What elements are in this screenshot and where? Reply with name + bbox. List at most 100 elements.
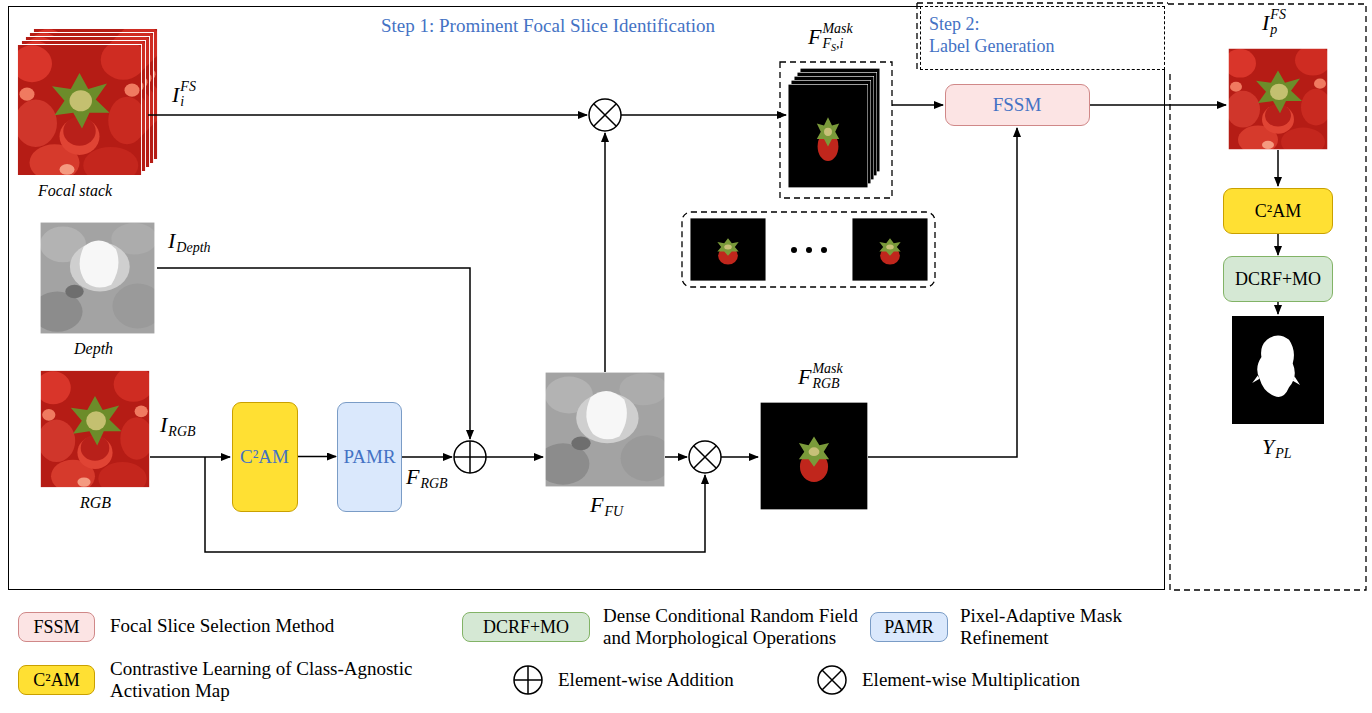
symbol-base: Y bbox=[1262, 434, 1274, 460]
superscript: FS bbox=[180, 80, 196, 95]
illustration-part bbox=[721, 456, 758, 458]
illustration-part bbox=[514, 666, 542, 694]
symbol-base: I bbox=[168, 228, 175, 254]
math-label: YPL bbox=[1262, 432, 1292, 461]
subscript: ,i bbox=[836, 37, 843, 51]
subscript-row: PL bbox=[1275, 447, 1291, 461]
legend-text: Element-wise Multiplication bbox=[862, 669, 1142, 691]
illustration-part bbox=[780, 62, 892, 198]
math-label: IRGB bbox=[160, 410, 196, 439]
process-box: C²AM bbox=[232, 402, 298, 512]
subscript-row: RGB bbox=[812, 377, 842, 391]
illustration-part bbox=[818, 666, 846, 694]
subscript: RGB bbox=[168, 425, 195, 439]
legend-text: Dense Conditional Random Field and Morph… bbox=[603, 605, 861, 649]
legend-swatch: C²AM bbox=[18, 665, 95, 695]
illustration-part bbox=[916, 3, 917, 70]
illustration-part bbox=[694, 446, 717, 469]
script-column: FSp bbox=[1270, 8, 1286, 37]
subscript: FU bbox=[604, 505, 623, 519]
illustration-part bbox=[454, 441, 486, 473]
script-column: FU bbox=[604, 490, 623, 519]
legend-swatch: PAMR bbox=[870, 612, 948, 642]
subscript-row: RGB bbox=[168, 425, 195, 439]
illustration-part bbox=[1277, 150, 1279, 186]
illustration-part bbox=[690, 218, 766, 281]
legend-text: Element-wise Addition bbox=[558, 669, 788, 691]
script-column: RGB bbox=[168, 410, 195, 439]
node-text: C²AM bbox=[240, 446, 289, 468]
symbol-base: F bbox=[406, 464, 419, 490]
script-spacer bbox=[176, 226, 210, 241]
swatch-label: DCRF+MO bbox=[483, 617, 569, 638]
illustration-part bbox=[682, 212, 935, 287]
script-column: FSi bbox=[180, 80, 196, 109]
illustration-part bbox=[604, 133, 606, 372]
symbol-base: F bbox=[590, 492, 603, 518]
math-label: IFSp bbox=[1262, 8, 1286, 37]
illustration-part bbox=[1090, 104, 1226, 106]
illustration-part bbox=[788, 84, 868, 188]
script-spacer bbox=[420, 462, 447, 477]
illustration-part bbox=[402, 456, 452, 458]
node-text: Label Generation bbox=[929, 35, 1156, 57]
subscript: RGB bbox=[420, 477, 447, 491]
math-label: FRGB bbox=[406, 462, 448, 491]
connector-arrow bbox=[298, 456, 337, 458]
illustration-part bbox=[486, 456, 543, 458]
illustration-part bbox=[791, 247, 797, 253]
illustration-part bbox=[150, 456, 230, 458]
subscript-row: i bbox=[180, 95, 196, 109]
process-box: DCRF+MO bbox=[1223, 256, 1333, 302]
legend-swatch: FSSM bbox=[18, 612, 95, 642]
illustration-part bbox=[665, 456, 687, 458]
illustration-part bbox=[760, 402, 868, 510]
superscript: FS bbox=[1270, 8, 1286, 23]
illustration-part bbox=[594, 104, 617, 127]
illustration-part bbox=[806, 247, 812, 253]
process-box: FSSM bbox=[945, 84, 1090, 126]
subscript: p bbox=[1270, 23, 1277, 37]
illustration-part bbox=[689, 441, 721, 473]
illustration-part bbox=[36, 366, 154, 495]
subscript: S bbox=[831, 43, 836, 53]
illustration-part bbox=[1224, 45, 1331, 156]
subscript-row: p bbox=[1270, 23, 1286, 37]
legend-swatch: DCRF+MO bbox=[462, 612, 590, 642]
math-label: IDepth bbox=[168, 226, 211, 255]
node-text: FSSM bbox=[993, 94, 1042, 116]
illustration-part bbox=[822, 670, 842, 690]
illustration-part bbox=[514, 666, 542, 694]
step-label-box: Step 2:Label Generation bbox=[920, 6, 1165, 70]
illustration-part bbox=[157, 268, 470, 439]
illustration-part bbox=[1277, 302, 1279, 314]
image-caption: Focal stack bbox=[38, 182, 112, 200]
illustration-part bbox=[12, 40, 146, 184]
subscript-row: FU bbox=[604, 505, 623, 519]
illustration-part bbox=[1168, 4, 1366, 590]
image-caption: Depth bbox=[74, 340, 113, 358]
swatch-label: PAMR bbox=[884, 617, 933, 638]
node-text: PAMR bbox=[343, 446, 395, 468]
process-box: PAMR bbox=[337, 402, 402, 512]
math-label: IFSi bbox=[172, 80, 196, 109]
script-spacer bbox=[168, 410, 195, 425]
script-column: MaskFS,i bbox=[822, 22, 852, 51]
symbol-base: I bbox=[1262, 10, 1269, 36]
node-text: DCRF+MO bbox=[1235, 269, 1321, 290]
connector-arrow bbox=[1277, 234, 1279, 255]
script-column: RGB bbox=[420, 462, 447, 491]
legend-text: Pixel-Adaptive Mask Refinement bbox=[960, 605, 1155, 649]
swatch-label: C²AM bbox=[33, 670, 79, 691]
node-text: Step 1: Prominent Focal Slice Identifica… bbox=[381, 15, 715, 37]
node-text: Step 2: bbox=[929, 13, 1156, 35]
illustration-part bbox=[148, 105, 1278, 552]
symbol-base: I bbox=[172, 82, 179, 108]
subscript: PL bbox=[1275, 447, 1291, 461]
superscript: Mask bbox=[812, 362, 842, 377]
illustration-part bbox=[892, 104, 943, 106]
subscript-row: FS,i bbox=[822, 37, 852, 51]
superscript: Mask bbox=[822, 22, 852, 37]
subscript: i bbox=[180, 95, 184, 109]
script-spacer bbox=[604, 490, 623, 505]
